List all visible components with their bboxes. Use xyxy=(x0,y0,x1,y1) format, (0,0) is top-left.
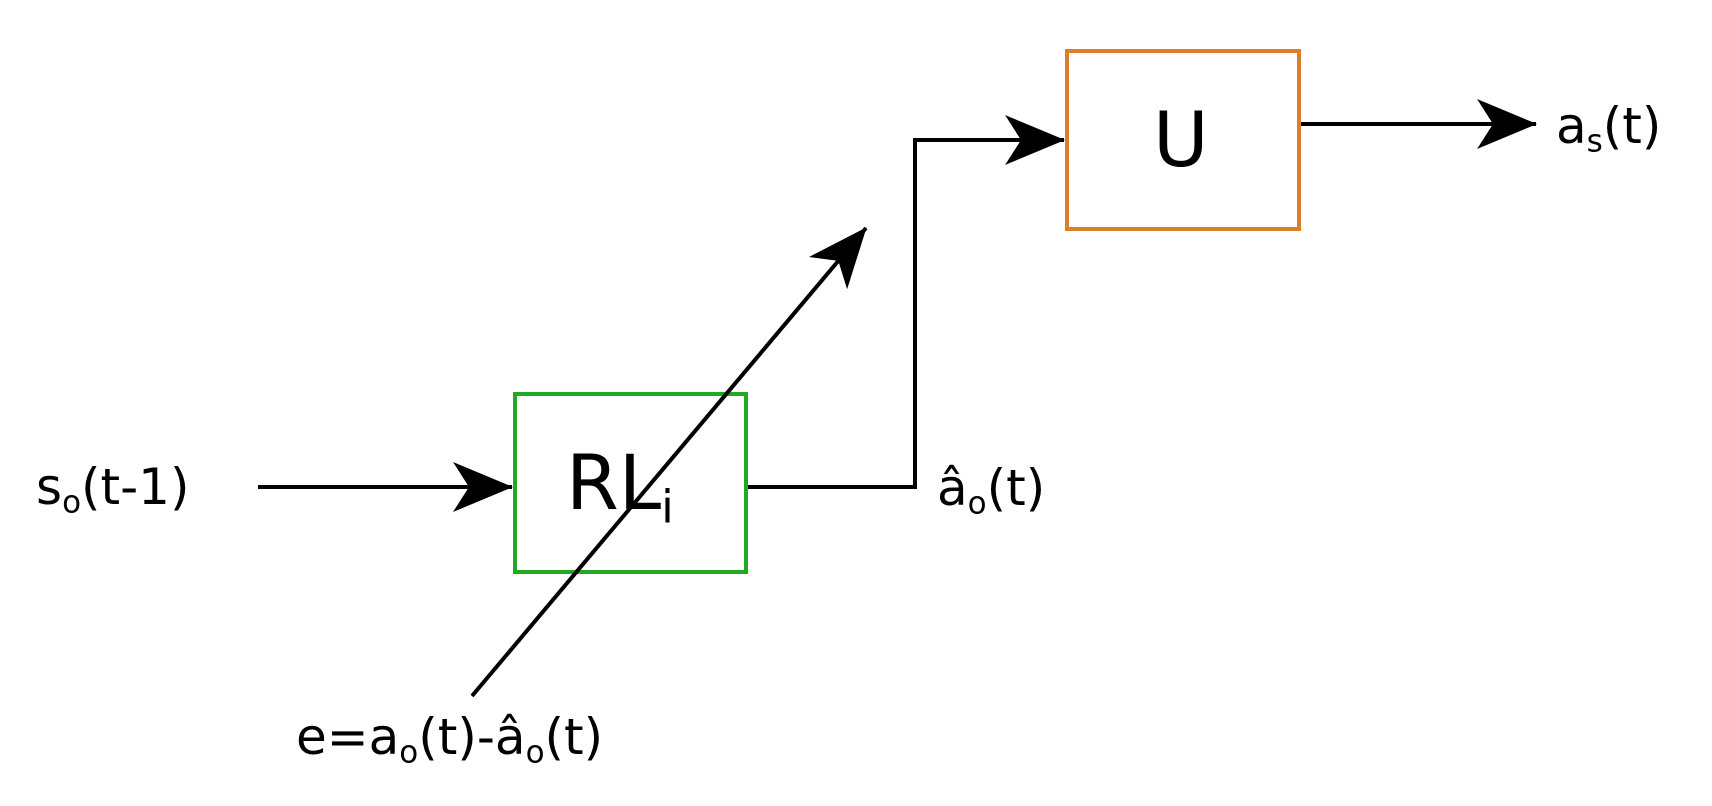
rl-output-subscript: o xyxy=(967,485,987,522)
input-signal-label: so(t-1) xyxy=(36,462,190,518)
error-prefix: e=a xyxy=(296,708,400,766)
error-middle: (t)-â xyxy=(418,708,526,766)
rl-block-main: RL xyxy=(566,438,662,527)
u-block-main: U xyxy=(1153,95,1209,184)
input-signal-argument: (t-1) xyxy=(81,458,190,516)
rl-output-main: â xyxy=(937,459,968,517)
rl-block-subscript: i xyxy=(661,480,674,534)
error-argument: (t) xyxy=(544,708,604,766)
rl-to-u-connector xyxy=(748,115,1065,489)
rl-output-label: âo(t) xyxy=(937,463,1045,519)
input-signal-main: s xyxy=(36,458,63,516)
input-signal-subscript: o xyxy=(62,484,82,521)
u-block xyxy=(1065,49,1301,231)
error-signal-label: e=ao(t)-âo(t) xyxy=(296,712,603,768)
output-signal-main: a xyxy=(1556,97,1587,155)
error-subscript-2: o xyxy=(525,734,545,771)
output-signal-argument: (t) xyxy=(1602,97,1662,155)
output-signal-label: as(t) xyxy=(1556,101,1661,157)
output-signal-subscript: s xyxy=(1586,123,1603,160)
u-block-label: U xyxy=(1153,102,1209,178)
rl-block xyxy=(513,392,748,574)
rl-output-argument: (t) xyxy=(986,459,1046,517)
error-subscript-1: o xyxy=(399,734,419,771)
rl-block-label: RLi xyxy=(566,445,674,530)
error-adaptation-arrow xyxy=(470,226,868,698)
